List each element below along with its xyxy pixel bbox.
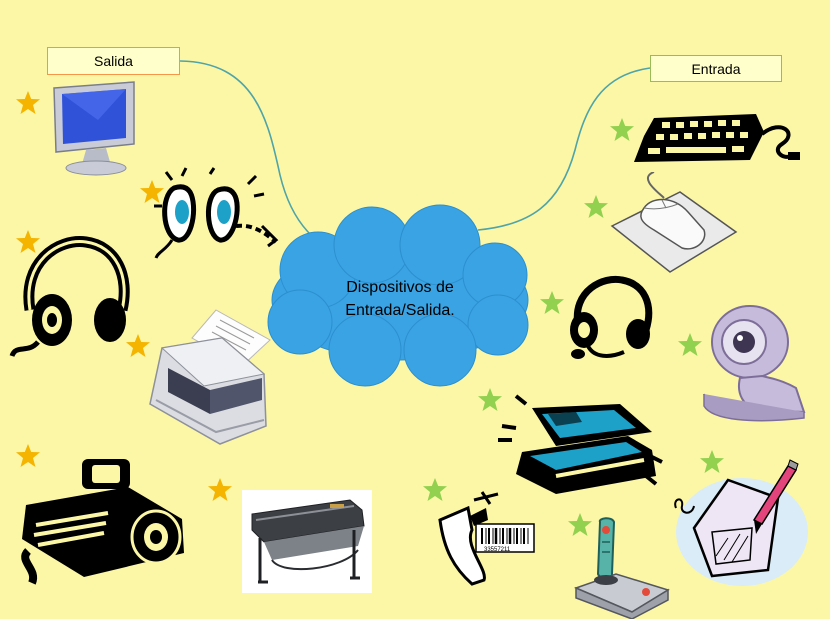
barcode-number: 33557211 (484, 547, 511, 553)
output-label: Salida (94, 53, 133, 69)
plotter-icon (242, 490, 372, 593)
input-star-icon (540, 291, 564, 314)
monitor-icon (53, 81, 135, 176)
projector-icon (21, 459, 184, 585)
speakers-icon (154, 167, 279, 259)
digital-pen-icon (674, 459, 808, 586)
keyboard-icon (634, 114, 800, 162)
input-label-box: Entrada (650, 55, 782, 82)
input-star-icon (584, 195, 608, 218)
printer-icon (149, 309, 271, 445)
joystick-icon (573, 517, 670, 619)
headphones-icon (9, 236, 130, 358)
center-label: Dispositivos de Entrada/Salida. (345, 279, 455, 319)
headset-microphone-icon (570, 275, 653, 359)
output-star-icon (16, 91, 40, 114)
scanner-icon (498, 394, 663, 494)
input-connector (477, 67, 651, 231)
input-star-icon (678, 333, 702, 356)
output-star-icon (208, 478, 232, 501)
input-label: Entrada (691, 60, 741, 77)
barcode-reader-icon: 33557211 (438, 491, 535, 586)
mouse-icon (610, 172, 738, 273)
input-star-icon (610, 118, 634, 141)
output-label-box: Salida (47, 47, 180, 75)
webcam-icon (703, 305, 806, 422)
